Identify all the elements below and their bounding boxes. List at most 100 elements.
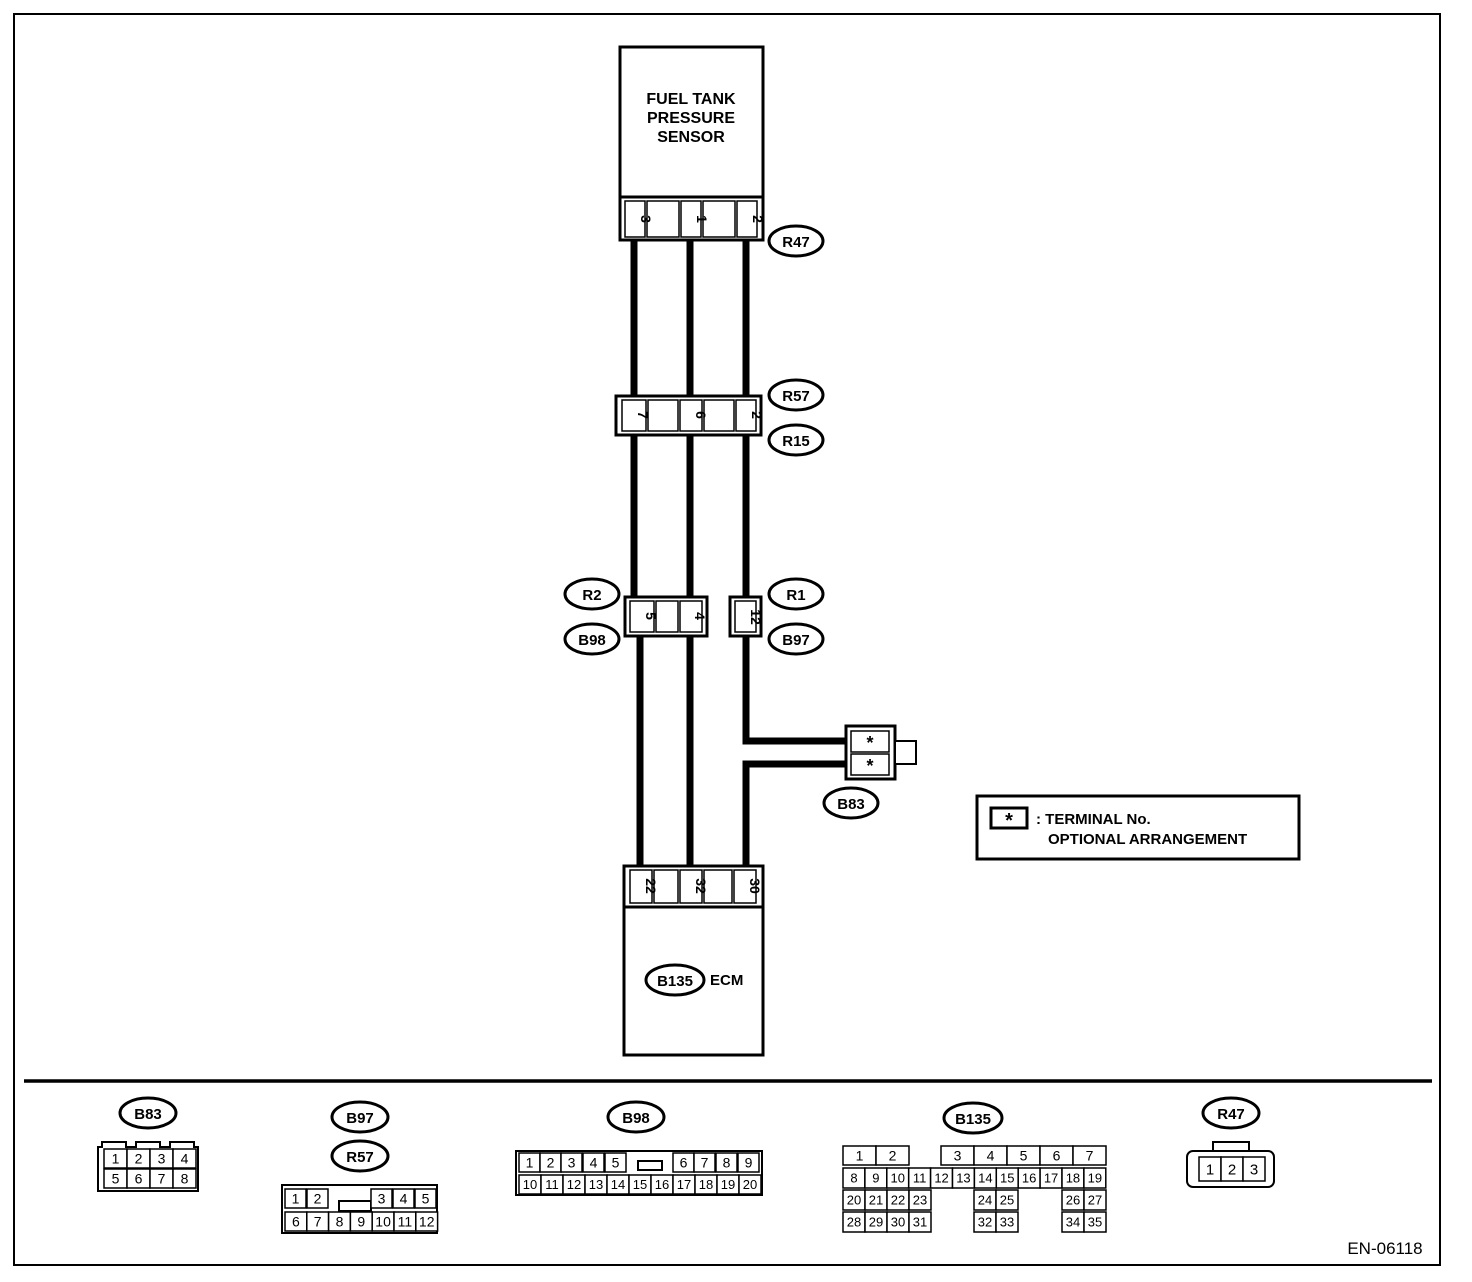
face-pin-label: 13: [956, 1171, 970, 1186]
ecm-unit: 22 32 30 B135 ECM: [622, 864, 765, 1057]
face-tag-b83-label: B83: [134, 1106, 162, 1123]
face-pin-label: 1: [292, 1191, 300, 1207]
face-pin-label: 19: [721, 1177, 735, 1192]
pin-label-b83-a: *: [866, 733, 873, 753]
face-cell: [582, 1152, 605, 1173]
pin-b135-30: [733, 869, 757, 904]
pin-label-r57-6: 6: [693, 411, 709, 419]
face-pin-label: 27: [1088, 1193, 1102, 1208]
wire-b97-12-to-b83: [742, 636, 852, 745]
legend-box: * : TERMINAL No. OPTIONAL ARRANGEMENT: [975, 794, 1301, 861]
face-pin-label: 10: [523, 1177, 537, 1192]
face-pin-label: 34: [1066, 1215, 1080, 1230]
pin-label-r47-1: 1: [694, 215, 710, 223]
face-cell: [1083, 1211, 1107, 1233]
face-pin-label: 10: [891, 1171, 905, 1186]
pin-label-b135-22: 22: [643, 878, 659, 894]
sensor-label-line-1: FUEL TANK: [646, 91, 736, 108]
face-pin-label: 10: [375, 1214, 391, 1230]
connector-tag-b98: [563, 622, 621, 656]
face-pin-label: 3: [158, 1151, 166, 1167]
face-pin-label: 6: [680, 1155, 688, 1171]
face-pin-label: 22: [891, 1193, 905, 1208]
connector-tag-r57-label: R57: [782, 388, 810, 405]
face-pin-label: 4: [400, 1191, 408, 1207]
face-cell: [908, 1189, 932, 1211]
face-pin-label: 32: [978, 1215, 992, 1230]
face-pin-label: 3: [954, 1148, 962, 1164]
face-pin-label: 1: [1206, 1161, 1214, 1178]
pin-label-b135-32: 32: [693, 878, 709, 894]
face-pin-label: 1: [112, 1151, 120, 1167]
face-pin-label: 5: [612, 1155, 620, 1171]
face-tag-b97-label: B97: [346, 1110, 374, 1127]
face-pin-label: 9: [357, 1214, 365, 1230]
pin-label-r57-7: 7: [635, 411, 651, 419]
legend-line-1: : TERMINAL No.: [1036, 811, 1151, 828]
pin-b83-b: [850, 753, 890, 776]
pin-b98-empty: [655, 600, 679, 633]
face-pin-label: 5: [1020, 1148, 1028, 1164]
face-tag-b83: [118, 1096, 178, 1130]
face-pin-label: 11: [913, 1171, 927, 1186]
face-pin-label: 11: [398, 1214, 413, 1230]
face-pin-label: 5: [112, 1171, 120, 1187]
connector-tag-r2-label: R2: [582, 587, 601, 604]
face-b98-latch: [637, 1160, 663, 1171]
pin-r57-empty-b: [703, 399, 735, 432]
connector-b83: * * B83: [822, 724, 917, 820]
connector-tag-b83: [822, 786, 880, 820]
face-pin-label: 1: [526, 1155, 534, 1171]
face-pin-label: 28: [847, 1215, 861, 1230]
face-cell: [715, 1152, 738, 1173]
face-pin-label: 14: [978, 1171, 992, 1186]
face-pin-label: 16: [655, 1177, 669, 1192]
pin-r57-7: [621, 399, 647, 432]
connector-tag-r57: [767, 378, 825, 412]
connector-tag-b83-label: B83: [837, 796, 865, 813]
face-pin-label: 33: [1000, 1215, 1014, 1230]
wiring: [630, 240, 852, 866]
pin-b135-32: [679, 869, 703, 904]
face-pin-label: 6: [1053, 1148, 1061, 1164]
face-pin-label: 18: [1066, 1171, 1080, 1186]
face-cell: [604, 1152, 627, 1173]
face-pin-label: 23: [913, 1193, 927, 1208]
face-cell: [1072, 1145, 1107, 1166]
face-cell: [1242, 1156, 1266, 1182]
face-pin-label: 9: [745, 1155, 753, 1171]
face-pin-label: 7: [701, 1155, 709, 1171]
pin-b83-a: [850, 730, 890, 753]
face-pin-label: 6: [292, 1214, 300, 1230]
face-pin-label: 8: [181, 1171, 189, 1187]
pin-b98-4: [679, 600, 703, 633]
face-pin-label: 31: [913, 1215, 927, 1230]
face-pin-label: 15: [1000, 1171, 1014, 1186]
pin-b98-5: [629, 600, 655, 633]
face-pin-label: 25: [1000, 1193, 1014, 1208]
face-tag-r47-label: R47: [1217, 1106, 1245, 1123]
face-pin-label: 24: [978, 1193, 992, 1208]
sensor-label-line-3: SENSOR: [657, 129, 725, 146]
pin-r47-2: [736, 200, 758, 238]
face-pin-label: 6: [135, 1171, 143, 1187]
wire-b83-to-ecm-30: [742, 760, 852, 866]
face-pin-label: 12: [419, 1214, 435, 1230]
face-tag-r57: [330, 1139, 390, 1173]
pin-label-b98-4: 4: [692, 612, 708, 620]
face-cell: [738, 1174, 762, 1195]
face-pin-label: 2: [135, 1151, 143, 1167]
face-pin-label: 2: [314, 1191, 322, 1207]
pin-label-b98-5: 5: [643, 612, 659, 620]
connector-tag-r47: [767, 224, 825, 258]
legend-frame: [975, 794, 1301, 861]
pin-label-r47-3: 3: [638, 215, 654, 223]
face-pin-label: 4: [181, 1151, 189, 1167]
